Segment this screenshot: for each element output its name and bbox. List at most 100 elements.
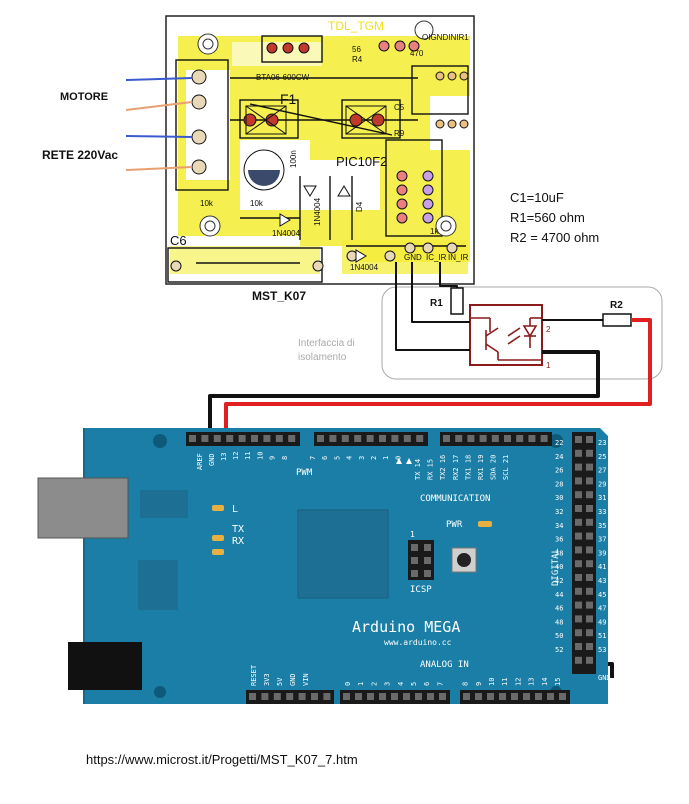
- pcb-label-bta: BTA06-600CW: [256, 73, 310, 82]
- arduino-digital-pin-label: 51: [598, 632, 606, 640]
- pcb-label-c6: C6: [170, 233, 187, 248]
- arduino-digital-pin-label: 41: [598, 563, 606, 571]
- pcb-label-pic: PIC10F2: [336, 154, 387, 169]
- arduino-digital-pin-label: 50: [555, 632, 563, 640]
- arduino-digital-pin-label: 29: [598, 480, 606, 488]
- isolation-r1-label: R1: [430, 298, 443, 309]
- arduino-pwm-label: PWM: [296, 468, 313, 478]
- isolation-interface: Interfaccia di isolamento 2 1 R1 R2: [298, 286, 663, 380]
- arduino-analog-pin-label: 11: [501, 678, 509, 686]
- pcb-label-1k: 1k: [430, 227, 439, 236]
- arduino-mega-board: Arduino MEGA www.arduino.cc PWM COMMUNIC…: [37, 428, 611, 704]
- arduino-analog-pin-label: 9: [475, 682, 483, 686]
- arduino-digital-pin-label: 30: [555, 494, 563, 502]
- arduino-pin-label: 1: [382, 456, 390, 460]
- arduino-digital-pin-label: 32: [555, 508, 563, 516]
- arduino-analog-pin-label: 6: [423, 682, 431, 686]
- value-r2: R2 = 4700 ohm: [510, 230, 599, 245]
- pcb-label-f1: F1: [280, 91, 297, 107]
- arduino-digital-pin-label: 49: [598, 618, 606, 626]
- arduino-power-pin-label: 5V: [276, 677, 284, 686]
- arduino-power-pin-label: RESET: [250, 664, 258, 686]
- arduino-title: Arduino MEGA: [352, 618, 460, 636]
- arduino-led-l: L: [232, 504, 238, 515]
- arduino-power-pin-label: GND: [289, 673, 297, 686]
- arduino-comm-pin-label: SCL 21: [502, 455, 510, 480]
- arduino-digital-pin-label: 27: [598, 467, 606, 475]
- pcb-label-100n: 100n: [289, 150, 298, 168]
- signal-wires: [208, 262, 652, 678]
- arduino-analog-pin-label: 10: [488, 678, 496, 686]
- arduino-communication-label: COMMUNICATION: [420, 494, 490, 504]
- arduino-led-tx: TX: [232, 524, 244, 535]
- arduino-pwr-label: PWR: [446, 520, 463, 530]
- arduino-pin-label: 7: [309, 456, 317, 460]
- label-motore: MOTORE: [60, 91, 108, 103]
- pcb-label-top-pins: OIGNDINIR1: [422, 33, 469, 42]
- svg-text:2: 2: [546, 325, 551, 334]
- arduino-pin-label: 9: [269, 456, 277, 460]
- arduino-pin-label: 6: [321, 456, 329, 460]
- arduino-pin-label: 5: [333, 456, 341, 460]
- pcb-label-d4: D4: [355, 201, 364, 212]
- arduino-digital-pin-label: 53: [598, 646, 606, 654]
- arduino-pin-gnd-bottom: GND: [598, 674, 611, 682]
- isolation-r2-label: R2: [610, 300, 623, 311]
- arduino-comm-pin-label: TX 14: [414, 459, 422, 480]
- value-r1: R1=560 ohm: [510, 210, 585, 225]
- pcb-label-tdl: TDL_TGM: [328, 19, 384, 33]
- pcb-label-c5: C5: [394, 103, 405, 112]
- label-board-name: MST_K07: [252, 289, 306, 303]
- arduino-comm-pin-label: SDA 20: [490, 455, 498, 480]
- arduino-digital-pin-label: 37: [598, 536, 606, 544]
- arduino-pin-gnd-top: GND: [208, 453, 216, 466]
- arduino-analog-pin-label: 5: [410, 682, 418, 686]
- arduino-icsp-label: ICSP: [410, 585, 432, 595]
- arduino-digital-pin-label: 28: [555, 480, 563, 488]
- arduino-analog-pin-label: 0: [344, 682, 352, 686]
- arduino-digital-pin-label: 39: [598, 549, 606, 557]
- arduino-digital-pin-label: 48: [555, 618, 563, 626]
- arduino-analog-pin-label: 8: [462, 682, 470, 686]
- pcb-label-10k-a: 10k: [200, 199, 214, 208]
- arduino-analog-pin-label: 1: [357, 682, 365, 686]
- arduino-power-pin-label: 3V3: [263, 673, 271, 686]
- arduino-pin-label: 10: [256, 452, 264, 460]
- pcb-label-56: 56: [352, 45, 361, 54]
- arduino-digital-pin-label: 43: [598, 577, 606, 585]
- pcb-label-r9: R9: [394, 129, 405, 138]
- arduino-digital-pin-label: 45: [598, 591, 606, 599]
- source-url: https://www.microst.it/Progetti/MST_K07_…: [86, 752, 358, 767]
- pcb-pin-gnd: GND: [404, 253, 422, 262]
- value-c1: C1=10uF: [510, 190, 564, 205]
- arduino-digital-label: DIGITAL: [551, 548, 561, 586]
- arduino-digital-pin-label: 22: [555, 439, 563, 447]
- arduino-power-pin-label: VIN: [302, 673, 310, 686]
- pcb-label-r4: R4: [352, 55, 363, 64]
- arduino-pin-label: 0: [394, 456, 402, 460]
- label-rete: RETE 220Vac: [42, 148, 118, 162]
- pcb-pin-in: IN_IR: [448, 253, 469, 262]
- pcb-pin-out: IC_IR: [426, 253, 447, 262]
- pcb-board: TDL_TGM OIGNDINIR1 F1 C6 PIC10F2 BTA06-6…: [165, 15, 475, 285]
- arduino-digital-pin-label: 31: [598, 494, 606, 502]
- mains-wires: [125, 77, 193, 171]
- arduino-digital-pin-label: 23: [598, 439, 606, 447]
- arduino-led-rx: RX: [232, 536, 244, 547]
- arduino-analog-pin-label: 7: [436, 682, 444, 686]
- arduino-analog-pin-label: 4: [397, 682, 405, 686]
- arduino-digital-pin-label: 46: [555, 605, 563, 613]
- arduino-comm-pin-label: TX2 16: [439, 455, 447, 480]
- arduino-digital-pin-label: 25: [598, 453, 606, 461]
- pcb-label-10k-b: 10k: [250, 199, 264, 208]
- arduino-comm-pin-label: TX1 18: [464, 455, 472, 480]
- pcb-label-470: 470: [410, 49, 424, 58]
- arduino-pin-label: 3: [358, 456, 366, 460]
- arduino-digital-pin-label: 33: [598, 508, 606, 516]
- arduino-digital-pin-label: 52: [555, 646, 563, 654]
- arduino-analog-pin-label: 2: [370, 682, 378, 686]
- arduino-digital-pin-label: 44: [555, 591, 563, 599]
- arduino-pin-label: 4: [346, 456, 354, 460]
- arduino-comm-pin-label: RX 15: [427, 459, 435, 480]
